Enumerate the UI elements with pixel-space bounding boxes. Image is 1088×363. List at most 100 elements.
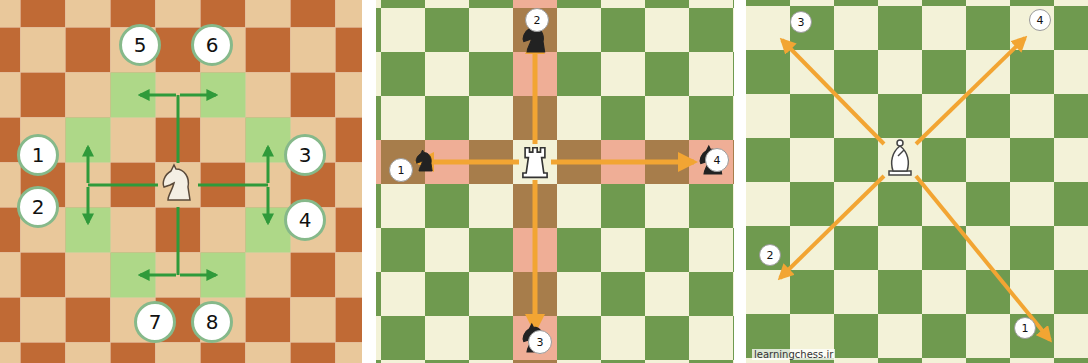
move-arrow <box>780 176 884 278</box>
board-square <box>0 28 21 73</box>
board-square <box>111 208 156 253</box>
board-square <box>336 163 363 208</box>
board-square <box>425 52 469 96</box>
board-square <box>246 73 291 118</box>
board-square <box>376 140 381 184</box>
board-square <box>733 228 734 272</box>
board-square <box>645 228 689 272</box>
board-square <box>291 0 336 28</box>
board-square <box>21 253 66 298</box>
rook-piece <box>523 148 547 178</box>
callout-number: 2 <box>32 197 45 217</box>
callout-number: 3 <box>798 17 805 28</box>
board-square <box>1010 358 1054 363</box>
board-square <box>922 270 966 314</box>
board-square <box>790 270 834 314</box>
board-square <box>246 343 291 363</box>
board-square <box>425 316 469 360</box>
move-arrow <box>177 95 180 163</box>
board-square <box>469 0 513 8</box>
move-arrow <box>87 147 90 183</box>
board-square <box>834 226 878 270</box>
board-square <box>557 272 601 316</box>
board-square <box>513 8 557 52</box>
board-square <box>601 316 645 360</box>
board-square <box>922 358 966 363</box>
board-square <box>156 343 201 363</box>
board-square <box>21 0 66 28</box>
board-square <box>66 73 111 118</box>
board-square <box>1010 182 1054 226</box>
board-square <box>1010 94 1054 138</box>
board-square <box>376 228 381 272</box>
board-square <box>966 138 1010 182</box>
board-square <box>966 314 1010 358</box>
board-square <box>156 0 201 28</box>
board-square <box>21 298 66 343</box>
move-arrow <box>180 274 216 277</box>
board-square <box>878 138 922 182</box>
board-square <box>376 8 381 52</box>
board-square <box>0 73 21 118</box>
number-circle: 2 <box>525 8 549 32</box>
board-square <box>381 52 425 96</box>
board-square <box>513 0 557 8</box>
board-square <box>111 0 156 28</box>
board-square <box>381 184 425 228</box>
board-square <box>966 358 1010 363</box>
board-square <box>21 343 66 363</box>
board-square <box>834 314 878 358</box>
board-square <box>834 358 878 363</box>
board-square <box>601 52 645 96</box>
board-square <box>834 0 878 6</box>
board-square <box>1010 138 1054 182</box>
board-square <box>381 0 425 8</box>
board-square <box>425 0 469 8</box>
board-square <box>834 50 878 94</box>
number-circle: 1 <box>1014 317 1036 339</box>
board-square <box>790 6 834 50</box>
board-square <box>66 253 111 298</box>
board-square <box>381 8 425 52</box>
board-square <box>689 360 733 363</box>
knight-piece <box>416 150 432 171</box>
number-circle: 1 <box>17 134 59 176</box>
board-square <box>1010 226 1054 270</box>
board-square <box>336 73 363 118</box>
board-square <box>66 298 111 343</box>
board-square <box>878 358 922 363</box>
board-square <box>878 50 922 94</box>
board-square <box>425 360 469 363</box>
board-square <box>557 360 601 363</box>
board-square <box>746 94 790 138</box>
callout-number: 5 <box>134 35 147 55</box>
board-square <box>376 0 381 8</box>
path-square <box>689 140 733 184</box>
board-square <box>689 184 733 228</box>
board-square <box>601 228 645 272</box>
board-square <box>0 253 21 298</box>
board-square <box>733 272 734 316</box>
board-square <box>746 138 790 182</box>
board-square <box>469 272 513 316</box>
rook-panel <box>376 0 734 363</box>
board-square <box>381 228 425 272</box>
board-square <box>834 270 878 314</box>
board-square <box>156 163 201 208</box>
board-square <box>878 314 922 358</box>
board-square <box>746 226 790 270</box>
callout-number: 1 <box>1022 323 1029 334</box>
board-square <box>746 0 790 6</box>
number-circle: 4 <box>284 199 326 241</box>
board-square <box>336 0 363 28</box>
board-square <box>689 140 733 184</box>
board-square <box>922 314 966 358</box>
board-square <box>601 272 645 316</box>
board-square <box>111 343 156 363</box>
move-arrow <box>87 187 90 223</box>
board-square <box>1054 182 1088 226</box>
board-square <box>425 228 469 272</box>
board-square <box>469 184 513 228</box>
callout-number: 4 <box>299 210 312 230</box>
